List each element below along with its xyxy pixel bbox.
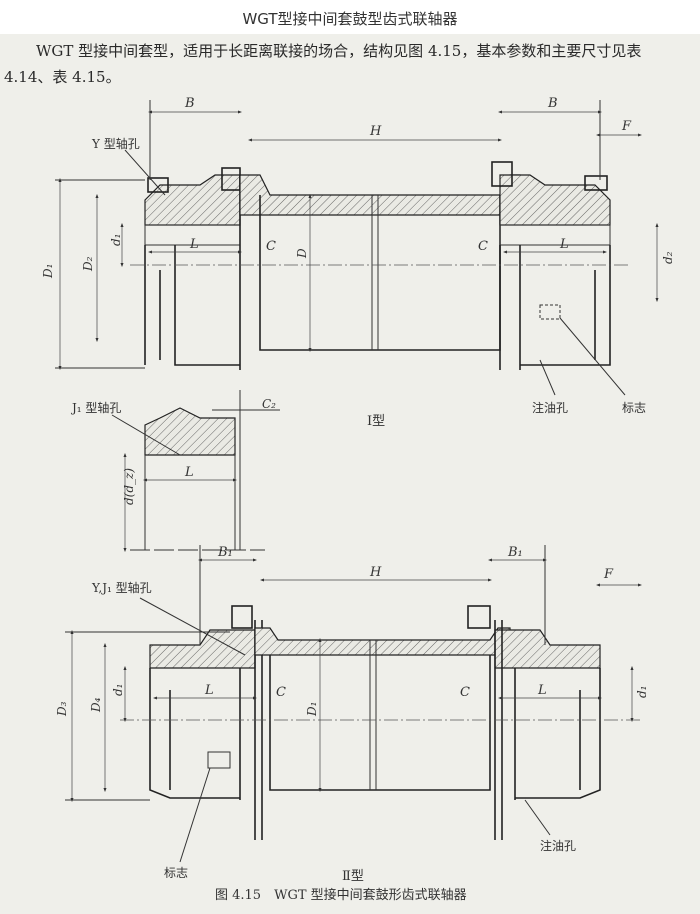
- type-1-label: Ⅰ型: [367, 414, 385, 429]
- label-yj1-bore: Y,J₁ 型轴孔: [91, 580, 152, 595]
- figure-caption: 图 4.15 WGT 型接中间套鼓形齿式联轴器: [215, 887, 467, 903]
- dim-B-left: B: [184, 96, 195, 111]
- dim-d-dz: d(d_z): [122, 468, 136, 505]
- dim-D1-2: D₁: [305, 702, 319, 717]
- dim-D4: D₄: [89, 697, 103, 713]
- label-mark: 标志: [622, 401, 646, 415]
- label-mark-2: 标志: [164, 866, 188, 880]
- type-2-drawing: [65, 545, 643, 863]
- dim-F: F: [621, 119, 632, 134]
- dim-L-left-2: L: [204, 683, 214, 698]
- type-1-drawing: [55, 100, 659, 553]
- dim-L-right: L: [559, 237, 569, 252]
- label-oil-hole-2: 注油孔: [540, 838, 576, 853]
- intro-paragraph: WGT 型接中间套型，适用于长距离联接的场合，结构见图 4.15，基本参数和主要…: [4, 42, 642, 86]
- scanned-page: WGT 型接中间套型，适用于长距离联接的场合，结构见图 4.15，基本参数和主要…: [0, 34, 700, 914]
- dim-D2: D₂: [81, 256, 95, 272]
- label-oil-hole: 注油孔: [532, 400, 568, 415]
- label-y-bore: Y 型轴孔: [91, 136, 140, 151]
- dim-B1-left: B₁: [217, 545, 233, 560]
- dim-C-right: C: [478, 239, 488, 254]
- dim-C-left: C: [266, 239, 276, 254]
- dim-C2: C₂: [262, 397, 276, 411]
- dim-B-right: B: [547, 96, 558, 111]
- dim-d2: d₂: [661, 251, 675, 264]
- dim-D1: D₁: [41, 264, 55, 279]
- label-j1-bore: J₁ 型轴孔: [70, 400, 121, 415]
- dim-L-j1: L: [184, 465, 194, 480]
- dim-D: D: [295, 248, 309, 259]
- dim-L-left: L: [189, 237, 199, 252]
- dim-L-right-2: L: [537, 683, 547, 698]
- dim-d1-left-2: d₁: [111, 684, 125, 697]
- page-title: WGT型接中间套鼓型齿式联轴器: [242, 10, 458, 28]
- dim-C-right-2: C: [460, 685, 470, 700]
- dim-d1-right-2: d₁: [635, 686, 649, 699]
- dim-D3: D₃: [55, 701, 69, 717]
- dim-H-2: H: [369, 565, 382, 580]
- dim-F-2: F: [603, 567, 614, 582]
- dim-d1: d₁: [109, 234, 123, 247]
- dim-C-left-2: C: [276, 685, 286, 700]
- dim-H: H: [369, 124, 382, 139]
- type-2-label: Ⅱ型: [342, 869, 364, 884]
- dim-B1-right: B₁: [507, 545, 523, 560]
